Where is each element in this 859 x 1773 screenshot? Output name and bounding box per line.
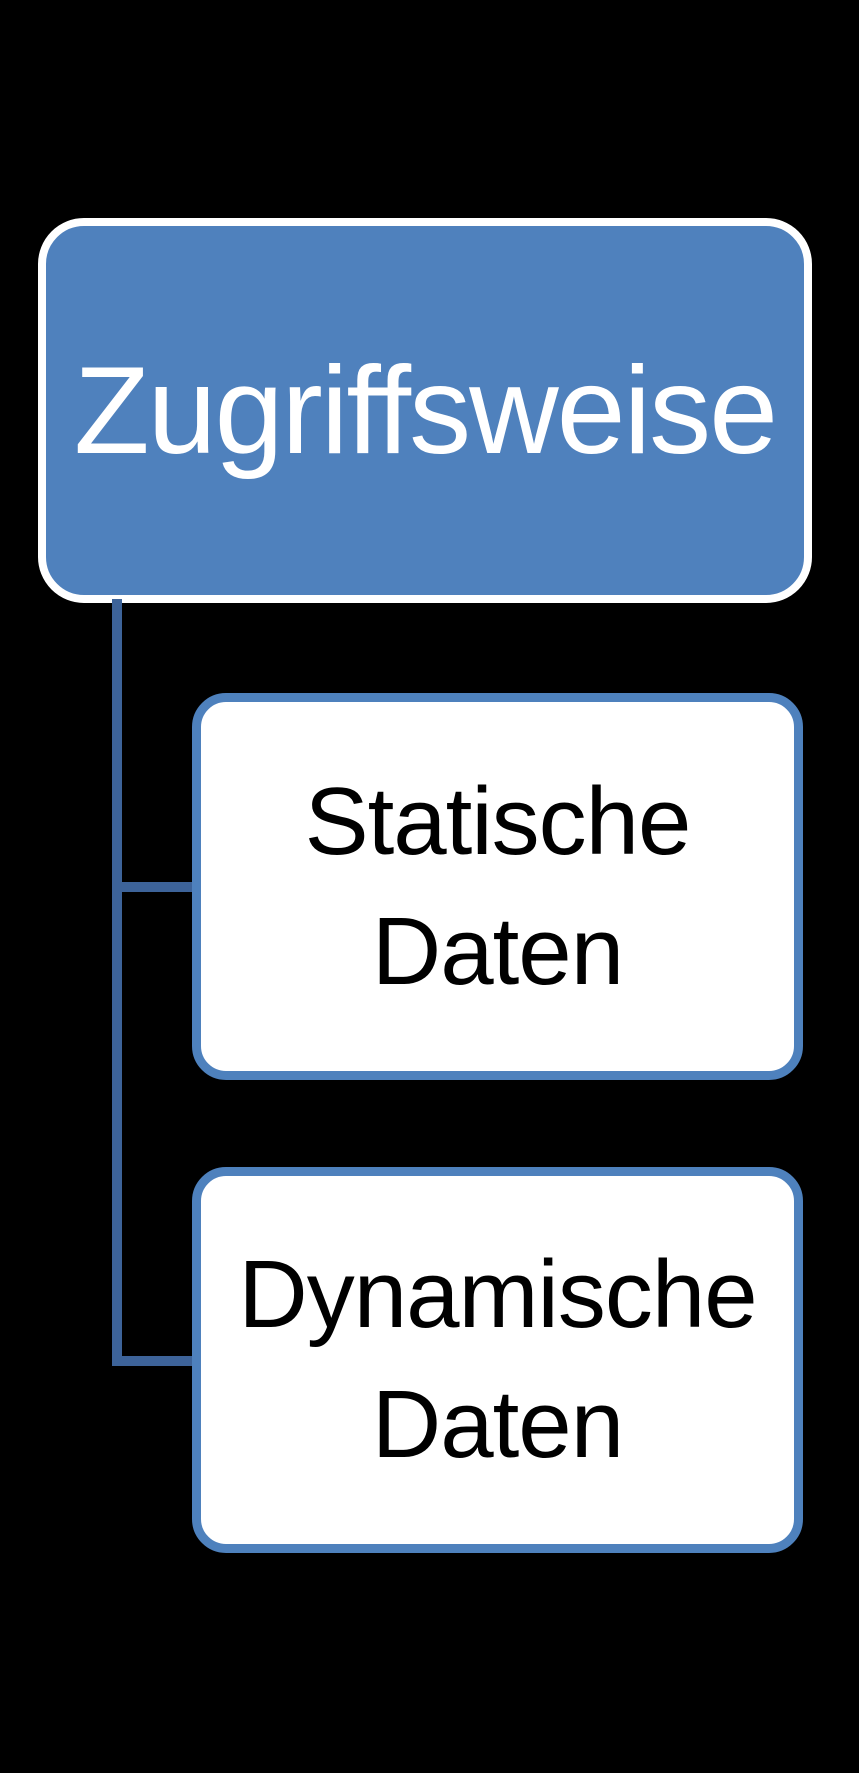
connector-branch-dynamische <box>112 1356 196 1366</box>
child-node-label-line: Dynamische <box>238 1241 757 1348</box>
child-node-label-line: Daten <box>371 897 624 1005</box>
child-node-label-line: Daten <box>371 1371 624 1478</box>
root-node-zugriffsweise: Zugriffsweise <box>38 218 812 603</box>
child-node-statische-daten: Statische Daten <box>192 693 803 1080</box>
connector-vertical-line <box>112 599 122 1366</box>
root-node-label: Zugriffsweise <box>73 341 778 480</box>
connector-branch-statische <box>112 882 196 892</box>
child-node-dynamische-daten: Dynamische Daten <box>192 1167 803 1553</box>
child-node-label-line: Statische <box>304 767 692 875</box>
